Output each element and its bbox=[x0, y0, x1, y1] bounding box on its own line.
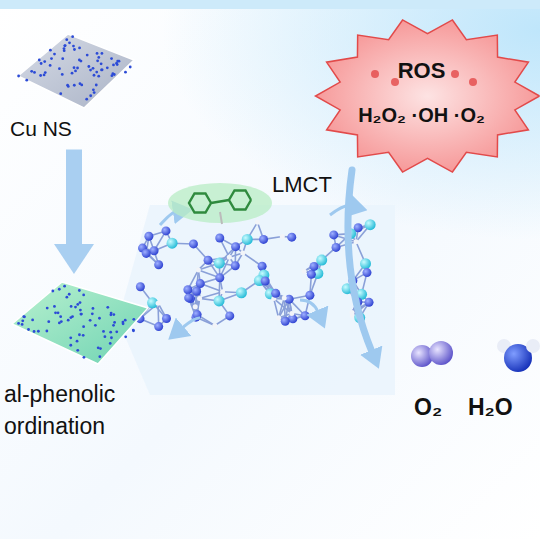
ros-burst: ROS H₂O₂ ·OH ·O₂ bbox=[305, 12, 538, 180]
tile-outline bbox=[4, 278, 154, 368]
atom bbox=[240, 250, 245, 255]
atom bbox=[316, 255, 327, 266]
atom bbox=[142, 249, 151, 258]
atom bbox=[365, 219, 376, 230]
atom bbox=[362, 268, 371, 277]
atom bbox=[156, 301, 161, 306]
atom bbox=[136, 282, 145, 291]
material-tile: Cu NS bbox=[10, 30, 140, 143]
atom bbox=[215, 234, 224, 243]
atom bbox=[259, 235, 268, 244]
atom bbox=[196, 279, 205, 288]
atom bbox=[258, 262, 267, 271]
atom bbox=[167, 238, 178, 249]
starburst-outline bbox=[305, 12, 538, 180]
atom bbox=[349, 310, 354, 315]
ros-heading: ROS bbox=[398, 56, 446, 87]
atom bbox=[183, 285, 192, 294]
atom bbox=[287, 233, 296, 242]
tile-outline bbox=[10, 30, 140, 112]
atom bbox=[354, 239, 359, 244]
atom bbox=[307, 270, 316, 279]
atom bbox=[154, 260, 163, 269]
bond bbox=[279, 298, 285, 318]
atom bbox=[310, 262, 319, 271]
atom bbox=[197, 296, 202, 301]
atom bbox=[289, 311, 294, 316]
atom bbox=[204, 256, 213, 265]
atom bbox=[161, 226, 170, 235]
product-molecules bbox=[411, 339, 540, 372]
atom bbox=[225, 311, 234, 320]
electron-arrow bbox=[160, 212, 175, 225]
atom bbox=[360, 258, 371, 269]
atom bbox=[255, 220, 260, 225]
atom bbox=[276, 315, 281, 320]
atom bbox=[261, 276, 270, 285]
top-bar bbox=[0, 0, 540, 9]
atom bbox=[220, 289, 225, 294]
atom bbox=[214, 258, 225, 269]
atom bbox=[214, 295, 225, 306]
atom bbox=[281, 317, 290, 326]
atom bbox=[184, 293, 193, 302]
atom bbox=[215, 273, 224, 282]
atom bbox=[189, 239, 198, 248]
tile-label: Cu NS bbox=[10, 114, 72, 143]
atom bbox=[193, 304, 198, 309]
atom bbox=[302, 269, 307, 274]
atom bbox=[196, 267, 201, 272]
atom bbox=[162, 314, 171, 323]
process-label: LMCT bbox=[272, 172, 332, 198]
atom bbox=[365, 298, 374, 307]
phenolic-molecule bbox=[168, 183, 272, 224]
product-label: O₂ bbox=[414, 394, 442, 421]
atom bbox=[227, 255, 232, 260]
atom bbox=[231, 242, 240, 251]
flow-arrow bbox=[66, 149, 82, 244]
electron-arrow bbox=[300, 300, 318, 312]
product-label: H₂O bbox=[468, 394, 513, 421]
conversion-arrow bbox=[348, 170, 372, 352]
atom bbox=[242, 234, 253, 245]
atom bbox=[150, 246, 159, 255]
electron-arrow bbox=[182, 318, 200, 328]
atom bbox=[332, 243, 341, 252]
atom bbox=[305, 291, 314, 300]
molecular-network bbox=[136, 219, 376, 331]
atom bbox=[282, 296, 287, 301]
atom bbox=[236, 287, 247, 298]
atom bbox=[212, 323, 217, 328]
atom bbox=[231, 261, 240, 270]
atom bbox=[301, 311, 310, 320]
atom bbox=[280, 234, 285, 239]
tile-label: al-phenolic ordination bbox=[4, 378, 154, 442]
material-tile: al-phenolic ordination bbox=[4, 278, 154, 442]
atom bbox=[271, 289, 280, 298]
ros-species: H₂O₂ ·OH ·O₂ bbox=[358, 101, 485, 129]
atom bbox=[192, 287, 201, 296]
atom bbox=[329, 230, 338, 239]
atom bbox=[154, 322, 163, 331]
atom bbox=[144, 232, 153, 241]
